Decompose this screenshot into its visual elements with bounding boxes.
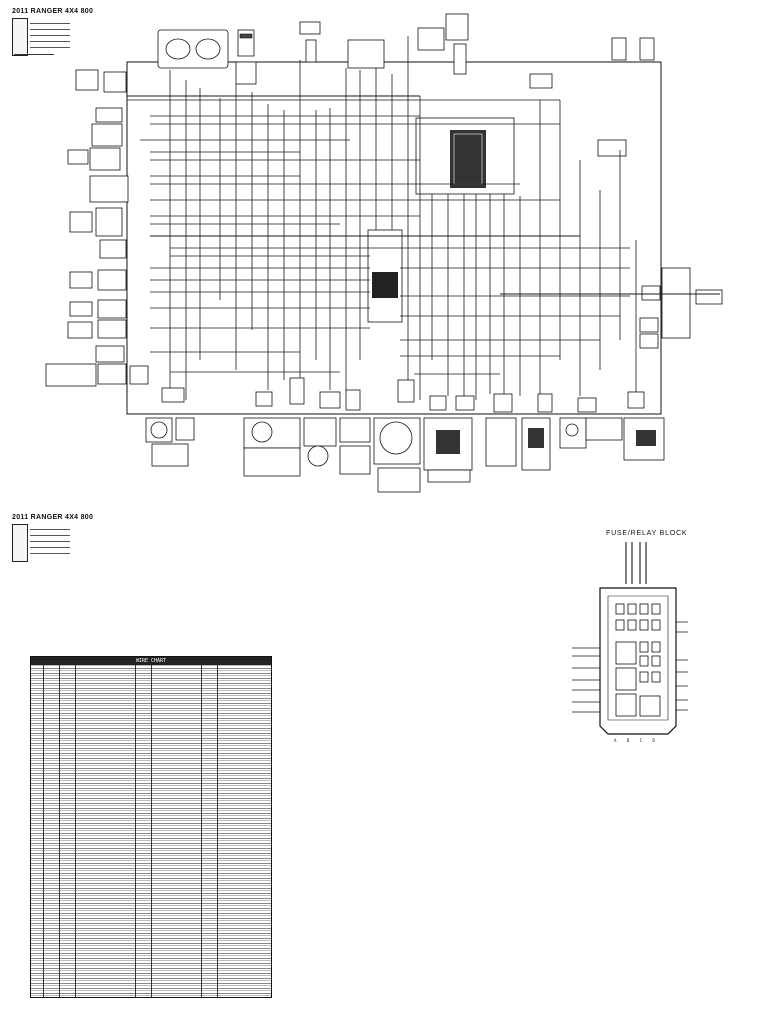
wire-table-divider [75,665,76,997]
title-legend-lines [30,18,70,48]
title-legend-swatch-2 [12,524,28,562]
fuse-relay-block [572,542,688,735]
wire-table-divider [59,665,60,997]
wire-table: WIRE CHART [30,656,272,998]
top-components [157,13,655,89]
harness-frame [126,61,662,415]
wire-table-divider [217,665,218,997]
wire-table-header: WIRE CHART [31,657,271,665]
diagram-title-top: 2011 RANGER 4X4 800 [12,8,94,15]
title-legend-swatch [12,18,28,56]
wire-table-divider [151,665,152,997]
vertical-wires [169,36,637,400]
ecu-block [367,117,515,323]
fuse-label-bc: B C [626,738,647,743]
bottom-connectors [161,377,645,413]
title-legend-footer [14,54,54,61]
wire-table-divider [201,665,202,997]
title-legend-lines-2 [30,524,70,554]
fuse-label-d: D [652,738,659,743]
wire-table-divider [135,665,136,997]
fuse-block-bottom-labels: A B C D [614,738,659,743]
detail-panels [145,417,665,493]
horizontal-wires [127,95,720,375]
fuse-block-title: FUSE/RELAY BLOCK [606,530,688,537]
wire-table-divider [43,665,44,997]
fuse-label-a: A [614,738,621,743]
left-components [45,69,149,387]
diagram-title-bottom: 2011 RANGER 4X4 800 [12,514,94,521]
right-components [597,139,723,349]
